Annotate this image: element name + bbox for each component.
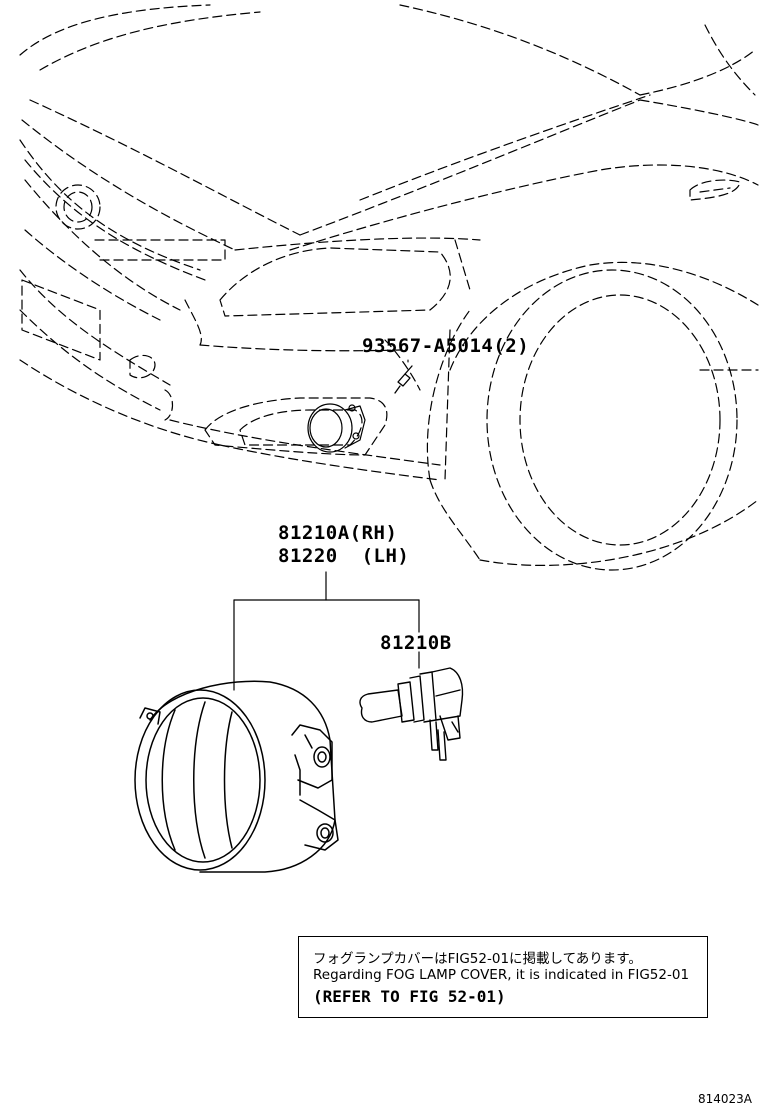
bulb-part bbox=[359, 667, 464, 761]
screw-part bbox=[394, 365, 413, 394]
car-front-outline bbox=[19, 4, 759, 571]
reference-note: フォグランプカバーはFIG52-01に掲載してあります。 Regarding F… bbox=[298, 936, 708, 1018]
lamp-leader-lines bbox=[233, 571, 420, 691]
bulb-part-number: 81210B bbox=[380, 632, 452, 654]
note-japanese: フォグランプカバーはFIG52-01に掲載してあります。 bbox=[313, 951, 642, 967]
figure-code: 814023A bbox=[697, 1092, 752, 1106]
screw-part-number: 93567-A5014(2) bbox=[362, 335, 530, 357]
fog-lamp-assembly bbox=[134, 680, 339, 873]
lamp-rh-part-number: 81210A(RH) bbox=[278, 522, 398, 544]
note-reference: (REFER TO FIG 52-01) bbox=[313, 987, 506, 1006]
installed-fog-lamp bbox=[307, 403, 366, 453]
lamp-lh-part-number: 81220 (LH) bbox=[278, 545, 410, 567]
note-english: Regarding FOG LAMP COVER, it is indicate… bbox=[313, 967, 690, 983]
